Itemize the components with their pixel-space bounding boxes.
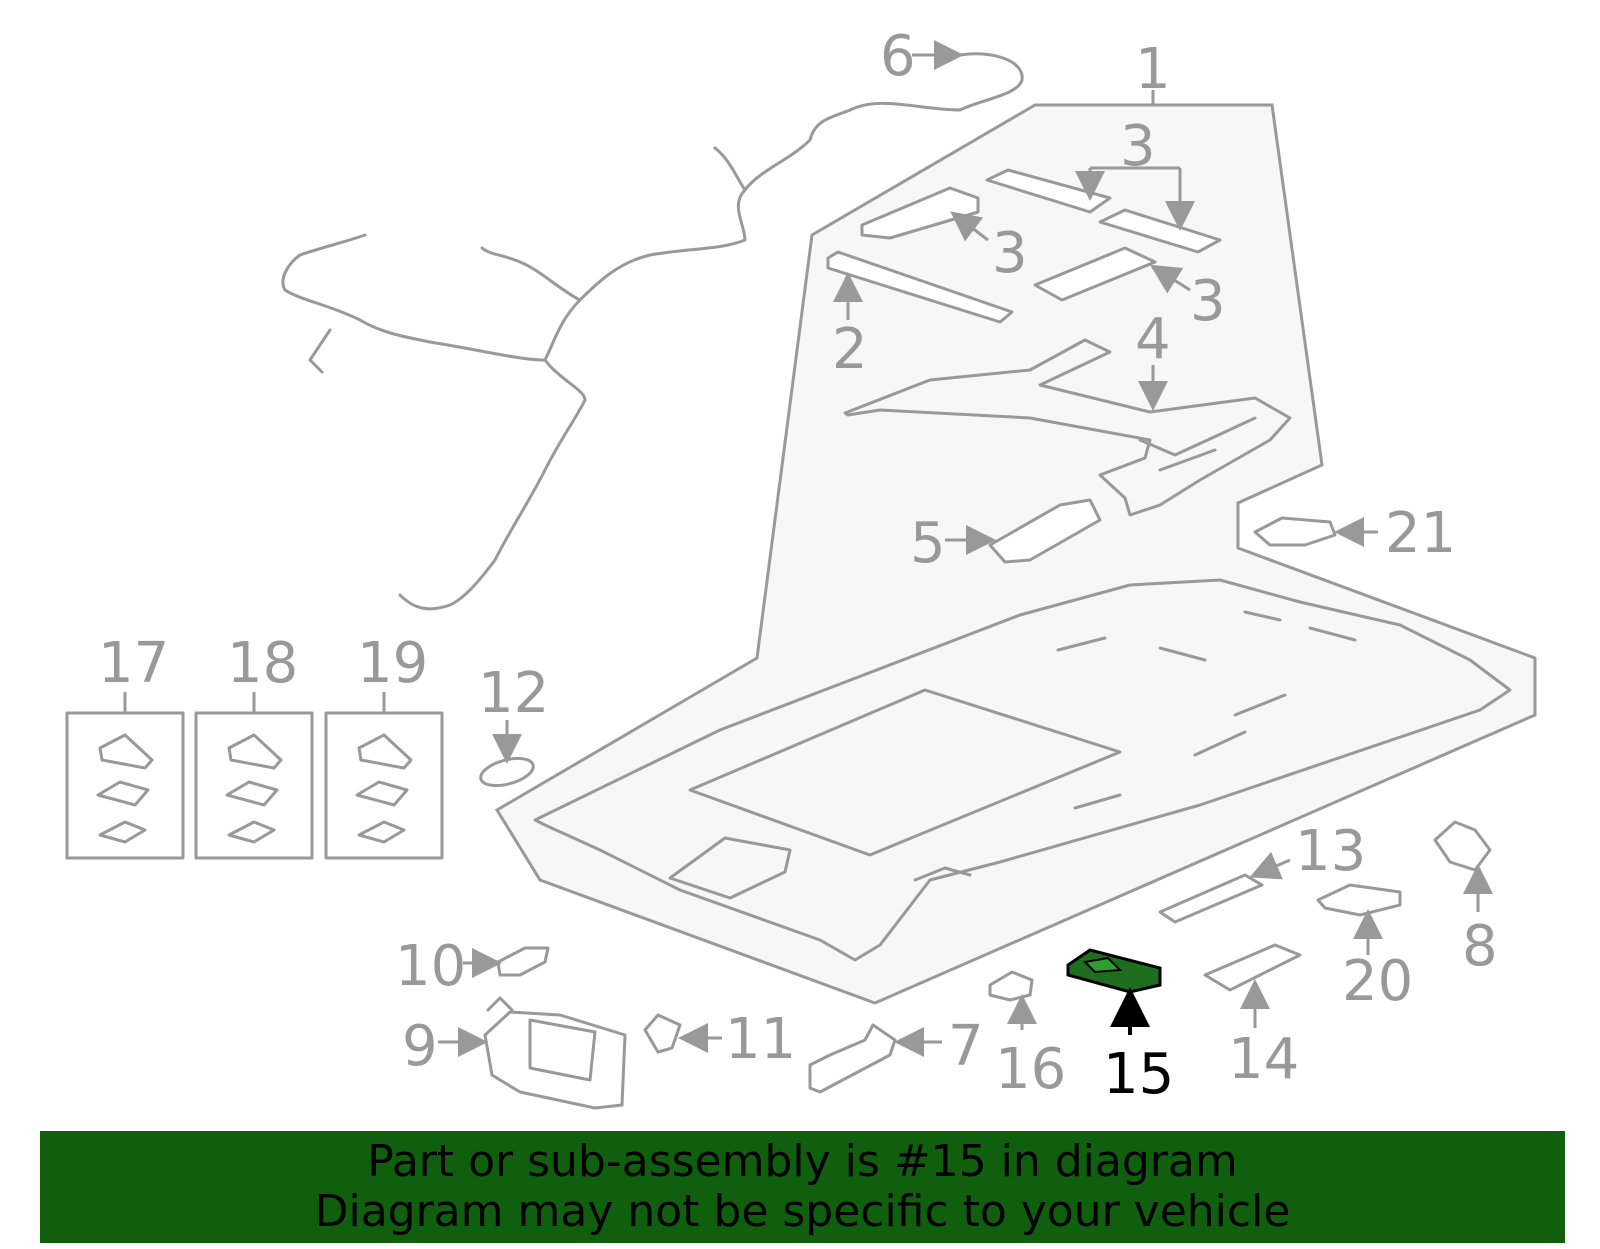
part-11-bracket xyxy=(643,1013,682,1054)
part-5-console xyxy=(988,498,1102,564)
info-banner: Part or sub-assembly is #15 in diagram D… xyxy=(40,1131,1565,1243)
parts-diagram: 1 2 3 3 3 4 5 6 7 8 9 10 11 12 13 14 15 … xyxy=(65,24,1537,1110)
callout-1: 1 xyxy=(1135,37,1171,102)
banner-line-2: Diagram may not be specific to your vehi… xyxy=(314,1186,1291,1237)
callout-6: 6 xyxy=(880,24,916,89)
callout-5: 5 xyxy=(910,511,946,576)
callout-16: 16 xyxy=(995,1037,1066,1102)
callout-4: 4 xyxy=(1135,307,1171,372)
banner-line-1: Part or sub-assembly is #15 in diagram xyxy=(367,1136,1238,1187)
callout-10: 10 xyxy=(395,934,466,999)
part-16-clip xyxy=(988,970,1034,1002)
callout-7: 7 xyxy=(948,1014,984,1079)
part-14-trim xyxy=(1203,943,1302,992)
headliner-panel xyxy=(533,578,1512,962)
callout-18: 18 xyxy=(227,631,298,696)
part-8-clip xyxy=(1433,820,1492,872)
part-21-clip xyxy=(1253,516,1337,547)
sound-absorber-pads xyxy=(826,168,1222,324)
grab-handle xyxy=(808,1023,897,1094)
callout-9: 9 xyxy=(402,1014,438,1079)
callout-3-right: 3 xyxy=(1190,269,1226,334)
part-13-trim xyxy=(1158,873,1264,924)
part-10-lamp xyxy=(496,946,550,977)
callout-11: 11 xyxy=(725,1007,796,1072)
callout-3-top: 3 xyxy=(1120,114,1156,179)
wiring-harness xyxy=(281,52,1024,611)
callout-14: 14 xyxy=(1228,1027,1299,1092)
callout-3-left: 3 xyxy=(992,221,1028,286)
callout-17: 17 xyxy=(98,631,169,696)
clip-kits xyxy=(65,711,444,860)
part-15-dome-lamp-highlighted[interactable] xyxy=(1066,948,1162,994)
callout-20: 20 xyxy=(1342,949,1413,1014)
part-20-bracket xyxy=(1316,883,1402,917)
callout-2: 2 xyxy=(832,317,868,382)
callout-21: 21 xyxy=(1385,501,1456,566)
callout-19: 19 xyxy=(357,631,428,696)
callout-13: 13 xyxy=(1295,819,1366,884)
part-12-cap xyxy=(479,756,535,788)
callout-12: 12 xyxy=(478,661,549,726)
callout-15: 15 xyxy=(1103,1042,1174,1107)
callout-8: 8 xyxy=(1462,914,1498,979)
sun-visor xyxy=(483,996,627,1110)
roof-frame-part xyxy=(843,338,1292,517)
